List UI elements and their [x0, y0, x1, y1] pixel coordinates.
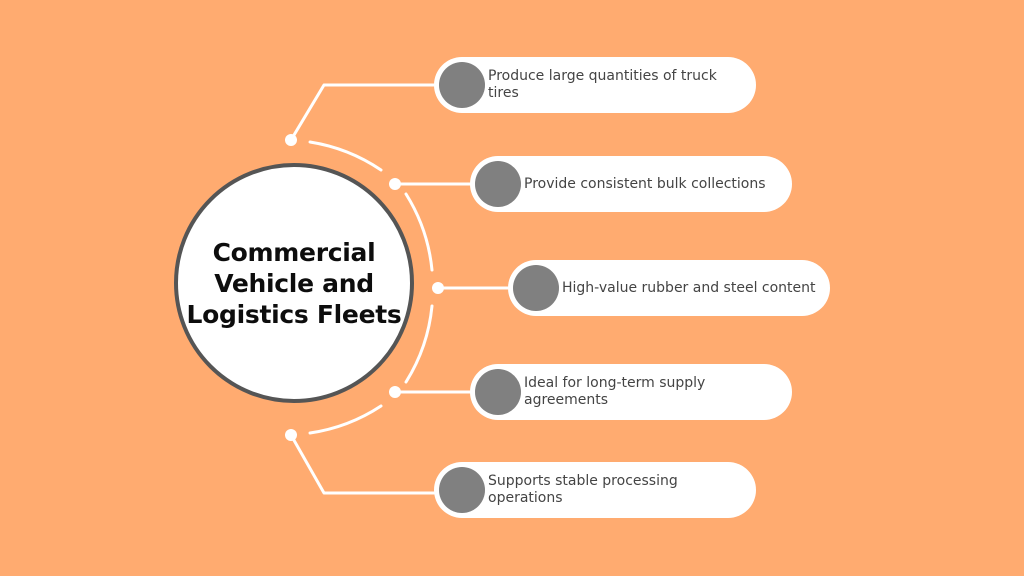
item-label-3: High-value rubber and steel content: [562, 279, 816, 296]
grey-circle-icon: [439, 62, 485, 108]
item-card-3: High-value rubber and steel content: [508, 260, 830, 316]
grey-circle-icon: [475, 161, 521, 207]
item-label-4: Ideal for long-term supply agreements: [524, 375, 706, 408]
connector-1: [289, 83, 436, 142]
connector-dot-5: [285, 429, 297, 441]
item-card-2: Provide consistent bulk collections: [470, 156, 792, 212]
grey-circle-icon: [439, 467, 485, 513]
item-card-5: Supports stable processing operations: [434, 462, 756, 518]
connector-dot-4: [389, 386, 401, 398]
item-card-1: Produce large quantities of truck tires: [434, 57, 756, 113]
item-label-1: Produce large quantities of truck tires: [488, 68, 717, 101]
arc-segment-3: [404, 304, 434, 384]
hub-title: Commercial Vehicle and Logistics Fleets: [186, 237, 402, 329]
grey-circle-icon: [475, 369, 521, 415]
item-label-2: Provide consistent bulk collections: [524, 175, 766, 192]
connector-dot-2: [389, 178, 401, 190]
item-label-5: Supports stable processing operations: [488, 473, 678, 506]
connector-5: [289, 433, 436, 495]
connector-dot-3: [432, 282, 444, 294]
arc-segment-2: [404, 192, 434, 272]
arc-segment-4: [308, 404, 383, 435]
arc-segment-1: [308, 140, 383, 172]
grey-circle-icon: [513, 265, 559, 311]
connector-dot-1: [285, 134, 297, 146]
hub-circle: Commercial Vehicle and Logistics Fleets: [174, 163, 414, 403]
item-card-4: Ideal for long-term supply agreements: [470, 364, 792, 420]
